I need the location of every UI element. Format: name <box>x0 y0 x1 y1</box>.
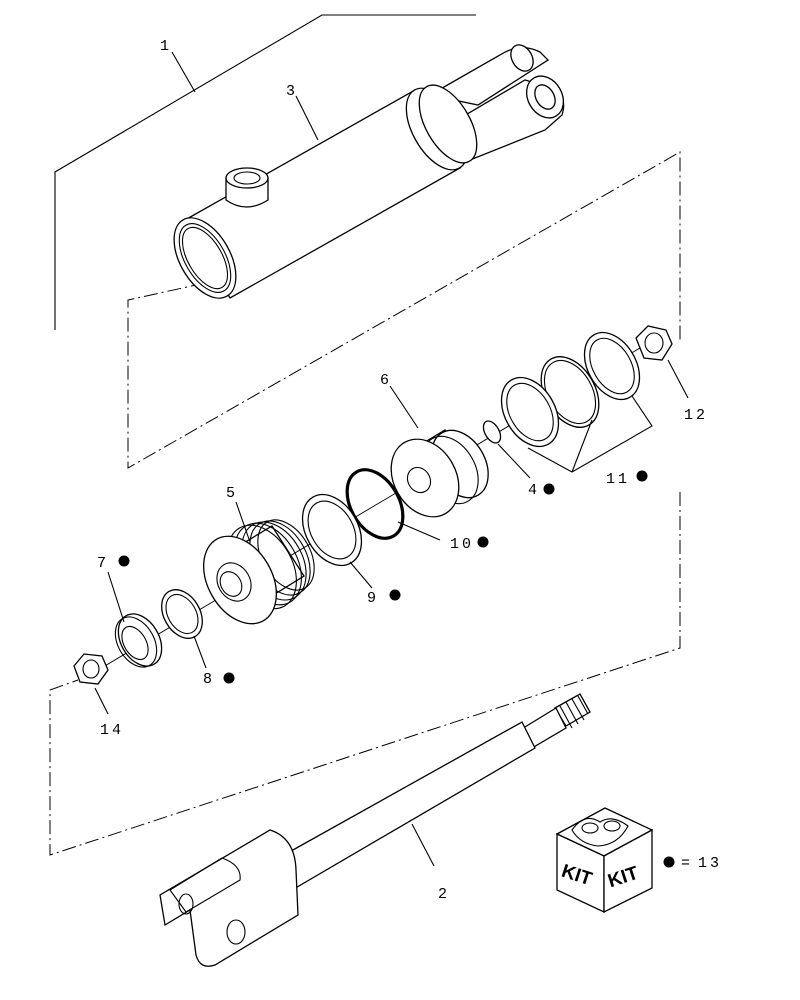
kit-dot-11 <box>636 470 648 482</box>
callout-5: 5 <box>226 485 238 502</box>
leader-14 <box>94 687 109 715</box>
callout-6: 6 <box>380 372 392 389</box>
callout-13: 13 <box>698 855 722 872</box>
kit-dot-9 <box>389 589 401 601</box>
phantom-line-lower <box>49 492 681 856</box>
callout-8: 8 <box>203 671 215 688</box>
kit-legend-equals: = <box>681 855 693 872</box>
callout-9: 9 <box>367 590 379 607</box>
callout-12: 12 <box>684 407 708 424</box>
leader-2 <box>411 823 435 867</box>
leader-3 <box>295 95 319 141</box>
leader-9 <box>349 561 373 589</box>
kit-dot-7 <box>118 555 130 567</box>
gland-5 <box>203 519 315 625</box>
o-ring-4 <box>482 420 502 444</box>
nut-14 <box>73 653 109 685</box>
piston-6 <box>390 429 489 518</box>
callout-11: 11 <box>606 471 630 488</box>
callout-1: 1 <box>160 38 172 55</box>
callout-2: 2 <box>438 886 450 903</box>
callout-10: 10 <box>450 536 474 553</box>
callout-14: 14 <box>100 722 124 739</box>
assembly-bracket-line <box>54 14 476 330</box>
leader-8 <box>193 635 207 669</box>
leader-1 <box>171 51 196 93</box>
leader-12 <box>667 359 689 399</box>
cylinder-barrel <box>173 44 565 299</box>
leader-10 <box>397 521 441 541</box>
leader-6 <box>389 385 419 429</box>
phantom-line-upper <box>127 151 681 469</box>
backup-ring-9 <box>301 493 363 567</box>
piston-rod-2 <box>159 693 591 967</box>
callout-3: 3 <box>286 83 298 100</box>
kit-dot-10 <box>477 536 489 548</box>
leader-7 <box>107 571 125 623</box>
wiper-7 <box>114 613 163 668</box>
kit-dot-8 <box>223 672 235 684</box>
nut-12 <box>635 325 673 361</box>
callout-4: 4 <box>528 482 540 499</box>
kit-dot-4 <box>543 483 555 495</box>
leader-4 <box>497 443 531 479</box>
ring-8 <box>161 589 203 639</box>
callout-7: 7 <box>97 555 109 572</box>
kit-box-icon: KIT KIT <box>555 807 654 914</box>
leader-11 <box>527 395 653 473</box>
seal-rings-11 <box>500 331 641 448</box>
kit-legend-dot <box>663 856 675 868</box>
leader-5 <box>235 501 251 543</box>
